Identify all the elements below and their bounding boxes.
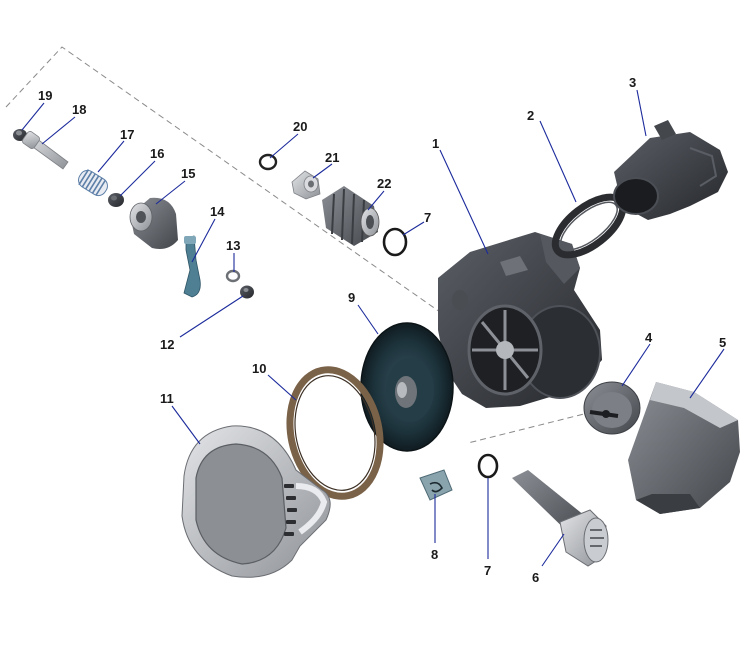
callout-5: 5 <box>719 335 726 350</box>
callout-19: 19 <box>38 88 52 103</box>
callout-12: 12 <box>160 337 174 352</box>
callout-6: 6 <box>532 570 539 585</box>
part-22-sleeve <box>322 186 380 246</box>
callout-14: 14 <box>210 204 225 219</box>
callout-22: 22 <box>377 176 391 191</box>
callout-2: 2 <box>527 108 534 123</box>
callout-13: 13 <box>226 238 240 253</box>
callout-11: 11 <box>160 391 174 406</box>
part-1-second-stage-housing <box>438 232 602 408</box>
part-9-diaphragm <box>360 322 454 452</box>
callout-3: 3 <box>629 75 636 90</box>
part-12-nut <box>240 285 254 299</box>
callout-18: 18 <box>72 102 86 117</box>
part-11-front-cover <box>181 425 331 578</box>
callout-17: 17 <box>120 127 134 142</box>
part-4-exhaust-valve <box>583 381 641 435</box>
callout-10: 10 <box>252 361 266 376</box>
part-20-o-ring <box>258 153 278 171</box>
callout-9: 9 <box>348 290 355 305</box>
part-5-exhaust-tee <box>628 382 740 514</box>
part-17-spring <box>78 169 108 197</box>
part-8-clip <box>419 469 453 501</box>
part-14-lever <box>183 235 201 298</box>
callout-1: 1 <box>432 136 439 151</box>
callout-4: 4 <box>645 330 653 345</box>
callout-7-upper: 7 <box>424 210 431 225</box>
callout-labels: 19 18 17 16 15 14 13 12 20 21 22 7 1 2 3… <box>38 75 726 585</box>
part-15-valve-seat <box>129 197 178 249</box>
callout-7-lower: 7 <box>484 563 491 578</box>
part-18-valve-pin <box>22 131 69 170</box>
part-21-orifice <box>291 170 321 200</box>
part-6-adjustment-knob <box>512 470 609 567</box>
callout-21: 21 <box>325 150 339 165</box>
callout-20: 20 <box>293 119 307 134</box>
part-3-mouthpiece <box>613 120 728 220</box>
callout-15: 15 <box>181 166 195 181</box>
part-7-o-ring-upper <box>382 227 408 257</box>
part-7-o-ring-lower <box>477 453 499 479</box>
leader-lines <box>21 89 725 567</box>
callout-8: 8 <box>431 547 438 562</box>
part-13-washer <box>225 269 241 283</box>
part-16-nut <box>108 193 124 207</box>
part-10-retaining-ring <box>286 366 384 500</box>
callout-16: 16 <box>150 146 164 161</box>
